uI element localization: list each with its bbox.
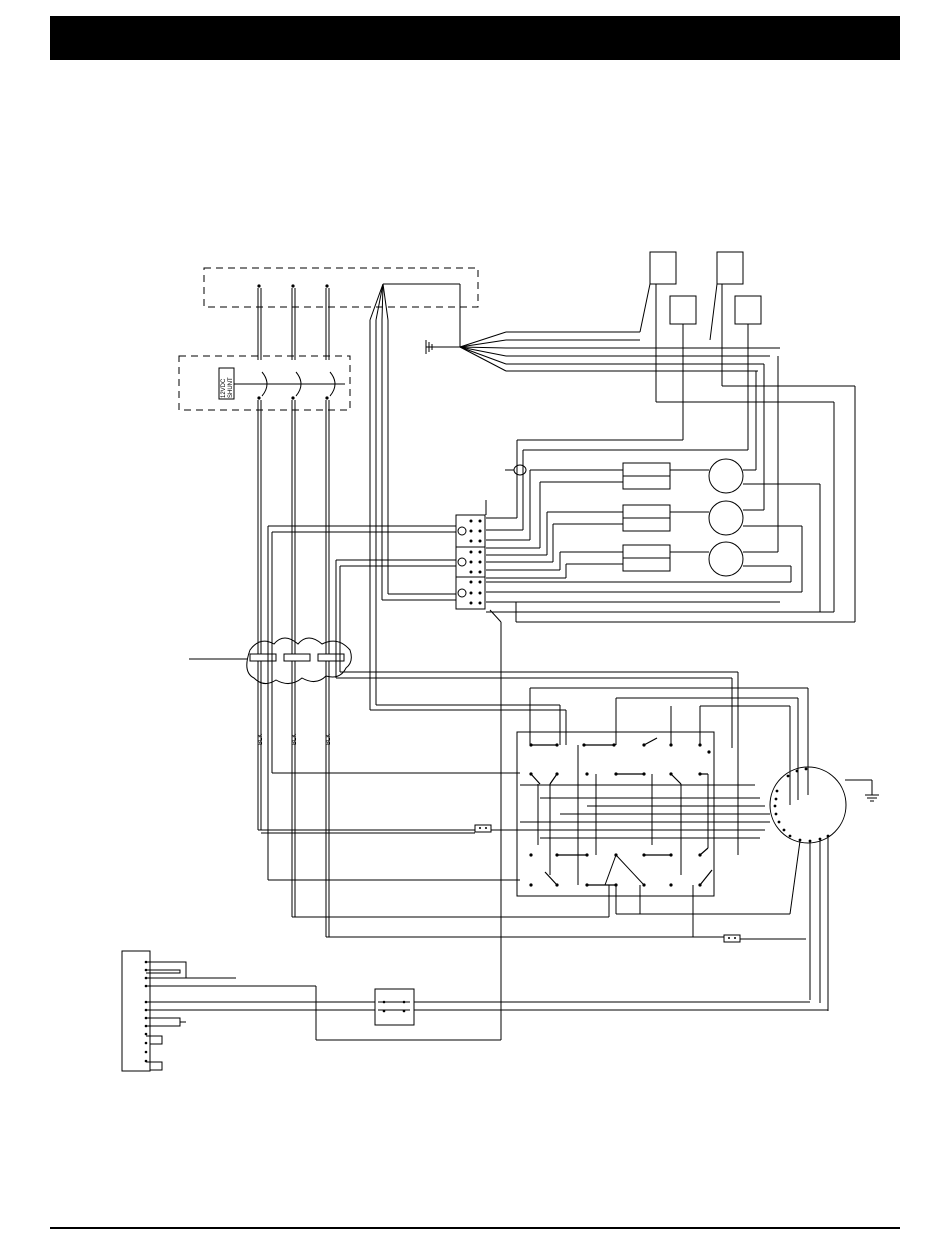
motor <box>770 767 879 1011</box>
terminal-block <box>268 500 566 1040</box>
current-transformer-group <box>189 638 351 684</box>
control-wires-left <box>268 526 738 880</box>
shunt-label-line2: SHUNT <box>228 377 234 398</box>
breaker-poles <box>257 284 335 399</box>
bottom-relay <box>375 989 414 1025</box>
shunt-trip-box: 12VDC SHUNT <box>219 368 345 399</box>
ground-symbol-left <box>426 340 460 354</box>
selector-switch <box>400 688 808 942</box>
wire-label-blk-3: BLK <box>326 734 332 745</box>
feeder-wires <box>258 400 400 937</box>
main-breaker-enclosure <box>204 268 478 307</box>
wire-label-blk-1: BLK <box>258 734 264 745</box>
heater-elements <box>623 459 743 576</box>
shunt-enclosure <box>179 356 350 410</box>
bottom-terminal-strip <box>122 951 828 1071</box>
wire-label-blk-2: BLK <box>292 734 298 745</box>
shunt-label-line1: 12VDC <box>221 378 227 398</box>
